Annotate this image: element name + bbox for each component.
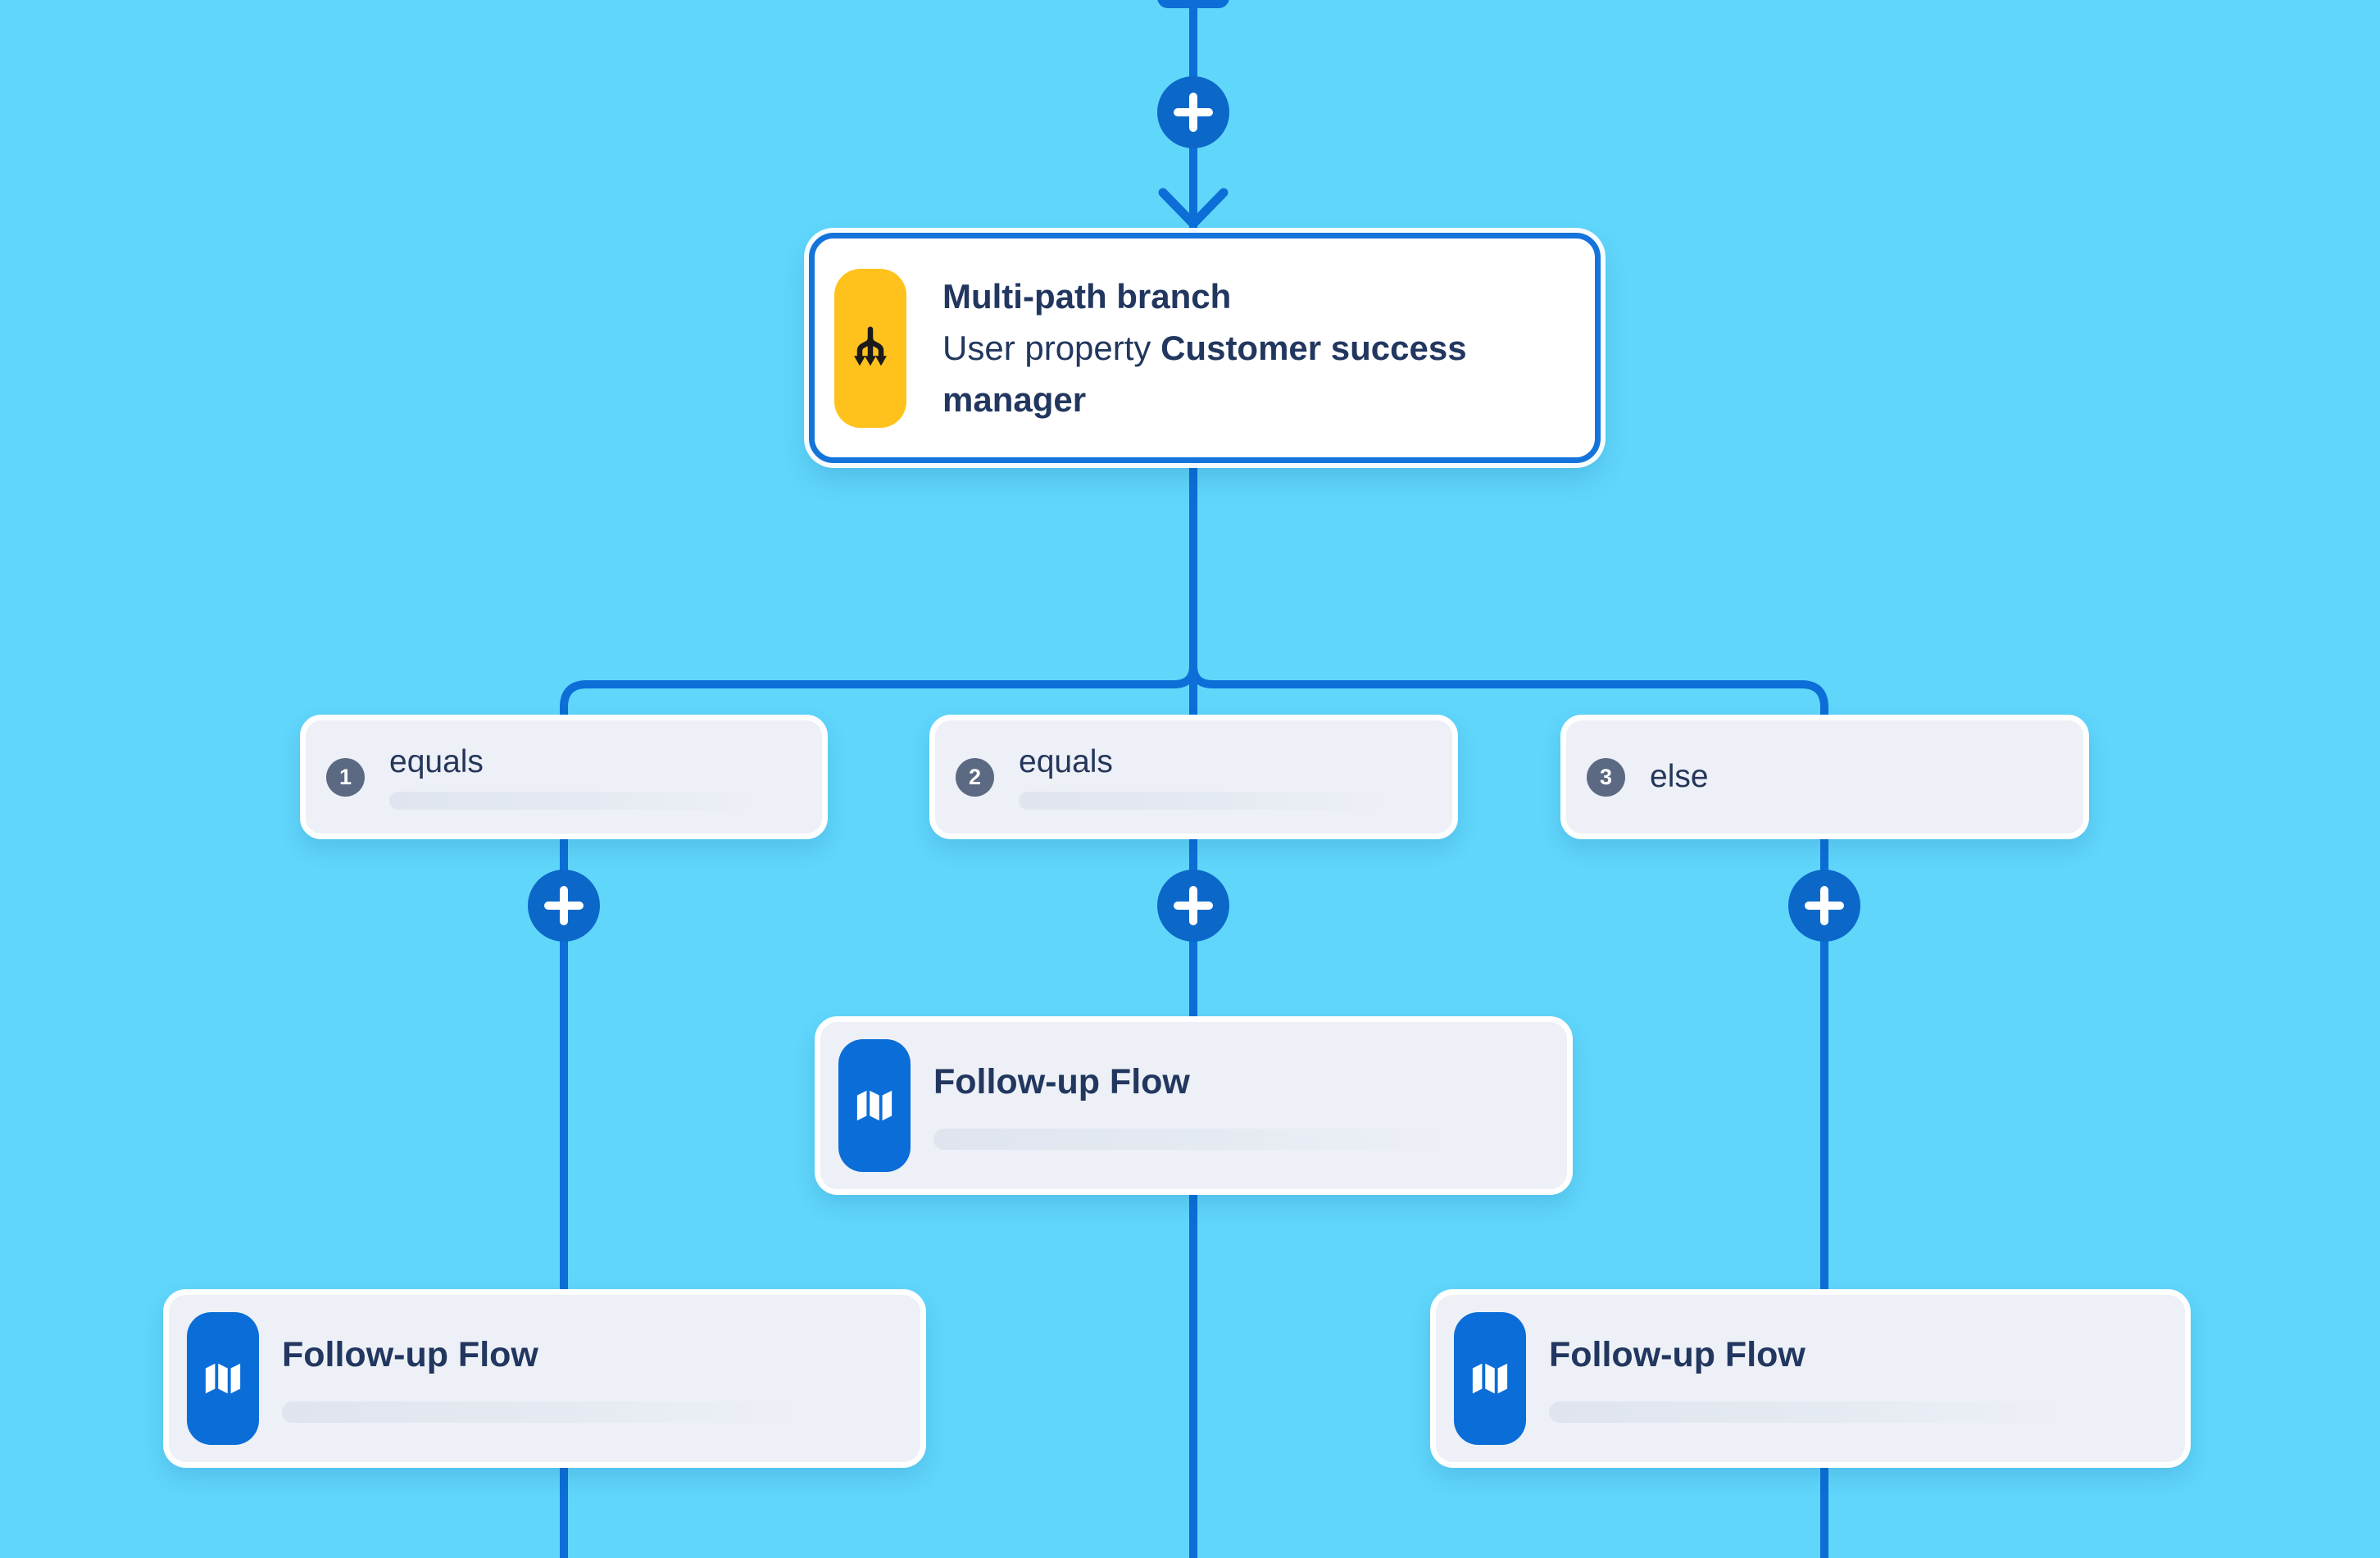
flow-node-title: Follow-up Flow (282, 1334, 538, 1374)
multi-path-branch-node[interactable]: Multi-path branch User property Customer… (809, 233, 1601, 463)
add-step-button-branch-3[interactable] (1788, 870, 1860, 942)
plus-icon (1174, 886, 1213, 925)
branch-number-badge-2: 2 (956, 757, 994, 797)
map-icon (187, 1312, 259, 1445)
follow-up-flow-node-right[interactable]: Follow-up Flow (1430, 1289, 2191, 1468)
condition-label-3: else (1650, 759, 1709, 794)
condition-card-3[interactable]: 3 else (1560, 715, 2089, 839)
map-icon (838, 1039, 911, 1172)
condition-label-1: equals (389, 744, 484, 779)
flow-description-placeholder (933, 1128, 1450, 1150)
plus-icon (544, 886, 584, 925)
follow-up-flow-node-left[interactable]: Follow-up Flow (163, 1289, 926, 1468)
flow-description-placeholder (282, 1401, 798, 1423)
arrow-down-icon (1158, 188, 1229, 229)
condition-value-placeholder-1 (389, 792, 758, 810)
branch-subtitle-property: Customer success manager (942, 329, 1467, 419)
flow-node-title: Follow-up Flow (1549, 1334, 1805, 1374)
add-step-button-branch-1[interactable] (528, 870, 600, 942)
flow-node-title: Follow-up Flow (933, 1061, 1190, 1102)
branch-line-right (1189, 624, 1828, 1558)
branch-node-text: Multi-path branch User property Customer… (942, 270, 1516, 425)
branch-number-badge-1: 1 (326, 757, 365, 797)
plus-icon (1174, 93, 1213, 132)
branch-number-badge-3: 3 (1587, 757, 1625, 797)
branch-node-title: Multi-path branch (942, 277, 1232, 316)
condition-card-2[interactable]: 2 equals (929, 715, 1458, 839)
flow-description-placeholder (1549, 1401, 2065, 1423)
add-step-button-top[interactable] (1157, 76, 1229, 148)
condition-value-placeholder-2 (1019, 792, 1388, 810)
condition-card-1[interactable]: 1 equals (300, 715, 828, 839)
branch-subtitle-prefix: User property (942, 329, 1151, 367)
branch-split-icon (834, 268, 906, 428)
add-step-button-branch-2[interactable] (1157, 870, 1229, 942)
follow-up-flow-node-middle[interactable]: Follow-up Flow (815, 1016, 1573, 1195)
map-icon (1454, 1312, 1526, 1445)
condition-label-2: equals (1019, 744, 1113, 779)
plus-icon (1805, 886, 1844, 925)
branch-node-subtitle: User property Customer success manager (942, 322, 1516, 425)
